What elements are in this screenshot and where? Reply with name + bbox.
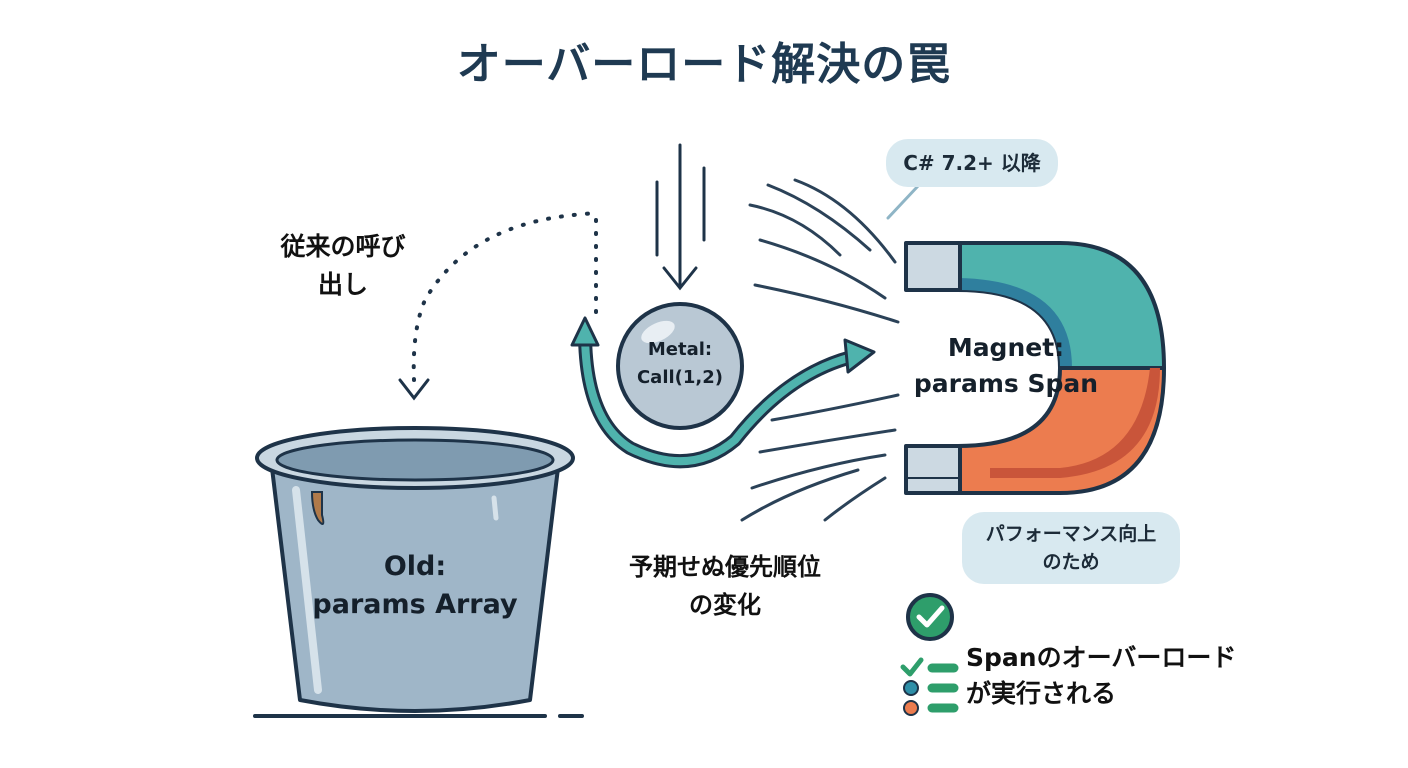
unexpected-priority-label: 予期せぬ優先順位 の変化 xyxy=(600,548,850,624)
magnet-params-span-label: Magnet: params Span xyxy=(906,330,1106,402)
page-title: オーバーロード解決の罠 xyxy=(456,39,952,90)
performance-pill: パフォーマンス向上 のため xyxy=(962,512,1180,584)
exec-line2: が実行される xyxy=(966,679,1117,708)
span-overload-executed-label: Spanのオーバーロード が実行される xyxy=(966,640,1306,712)
conventional-call-arrow xyxy=(411,211,598,382)
horseshoe-magnet xyxy=(904,241,1166,495)
conventional-call-line2: 出し xyxy=(317,270,368,299)
csharp-version-pill: C# 7.2+ 以降 xyxy=(886,139,1058,187)
metal-ball xyxy=(616,302,744,430)
conventional-call-label: 従来の呼び 出し xyxy=(268,228,418,304)
metal-label-line1: Metal: xyxy=(647,339,713,360)
magnet-label-line2: params Span xyxy=(913,369,1099,398)
redirect-arrow xyxy=(570,316,876,469)
checkmark-circle-icon xyxy=(906,593,954,641)
csharp-pill-pointer xyxy=(886,184,920,220)
unexpected-line2: の変化 xyxy=(689,591,761,619)
bucket xyxy=(255,426,575,713)
old-params-array-label: Old: params Array xyxy=(270,548,560,624)
incoming-call-arrow xyxy=(655,143,706,291)
checklist-icon xyxy=(900,657,959,716)
magnetic-field-lines xyxy=(740,178,900,522)
metal-label-line2: Call(1,2) xyxy=(636,367,724,388)
perf-line2: のため xyxy=(1042,551,1100,573)
unexpected-line1: 予期せぬ優先順位 xyxy=(629,553,821,581)
perf-line1: パフォーマンス向上 xyxy=(985,523,1157,545)
magnet-label-line1: Magnet: xyxy=(947,333,1065,362)
old-label-line2: params Array xyxy=(312,589,518,620)
exec-line1: Spanのオーバーロード xyxy=(966,643,1237,672)
metal-call-label: Metal: Call(1,2) xyxy=(612,336,748,392)
old-label-line1: Old: xyxy=(383,551,447,582)
conventional-call-line1: 従来の呼び xyxy=(280,232,406,261)
conventional-arrow-head xyxy=(398,378,430,401)
